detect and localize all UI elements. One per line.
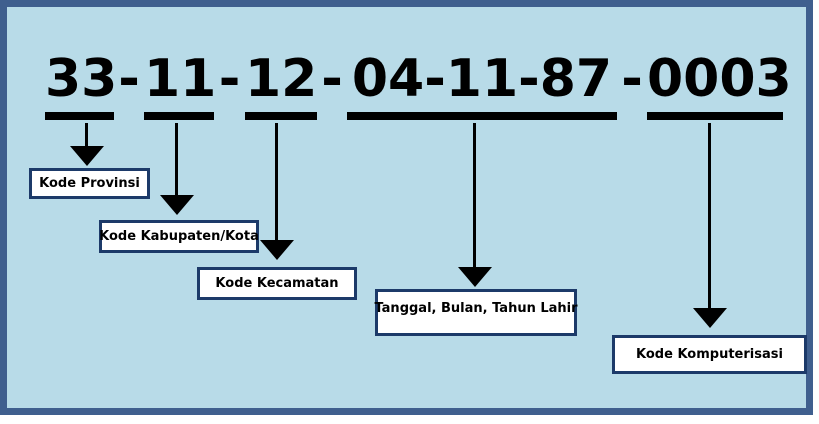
arrow-line xyxy=(708,123,711,310)
label-box-birthdate: Tanggal, Bulan, Tahun Lahir xyxy=(374,289,578,336)
label-text: Kode Kecamatan xyxy=(215,276,339,291)
diagram-frame: 33 - 11 - 12 - 04-11-87 - 0003 Kode Prov… xyxy=(0,0,813,415)
label-text: Kode Komputerisasi xyxy=(636,347,783,362)
arrow-head-icon xyxy=(70,146,104,166)
label-box-district-code: Kode Kecamatan xyxy=(197,267,357,300)
label-text: Kode Provinsi xyxy=(39,176,140,191)
number-segment-birthdate: 04-11-87 xyxy=(347,51,617,120)
label-box-province-code: Kode Provinsi xyxy=(29,168,150,199)
number-separator: - xyxy=(118,49,140,109)
label-box-regency-code: Kode Kabupaten/Kota xyxy=(99,220,259,253)
arrow-computerization-code xyxy=(693,123,727,328)
arrow-head-icon xyxy=(260,240,294,260)
number-segment-regency-code: 11 xyxy=(144,51,216,120)
number-segment-district-code: 12 xyxy=(245,51,317,120)
arrow-line xyxy=(275,123,278,242)
number-separator: - xyxy=(321,49,343,109)
label-text: Kode Kabupaten/Kota xyxy=(99,229,259,244)
arrow-regency-code xyxy=(160,123,194,215)
arrow-line xyxy=(175,123,178,197)
number-segment-province-code: 33 xyxy=(45,51,117,120)
arrow-district-code xyxy=(260,123,294,260)
arrow-head-icon xyxy=(160,195,194,215)
label-text: Tanggal, Bulan, Tahun Lahir xyxy=(374,301,578,316)
number-segment-computerization-code: 0003 xyxy=(647,51,792,120)
label-box-computerization-code: Kode Komputerisasi xyxy=(612,335,807,374)
number-separator: - xyxy=(218,49,241,109)
arrow-head-icon xyxy=(458,267,492,287)
arrow-line xyxy=(85,123,88,148)
arrow-province-code xyxy=(70,123,104,166)
number-separator: - xyxy=(621,49,643,109)
arrow-head-icon xyxy=(693,308,727,328)
arrow-line xyxy=(473,123,476,269)
arrow-birthdate xyxy=(458,123,492,287)
